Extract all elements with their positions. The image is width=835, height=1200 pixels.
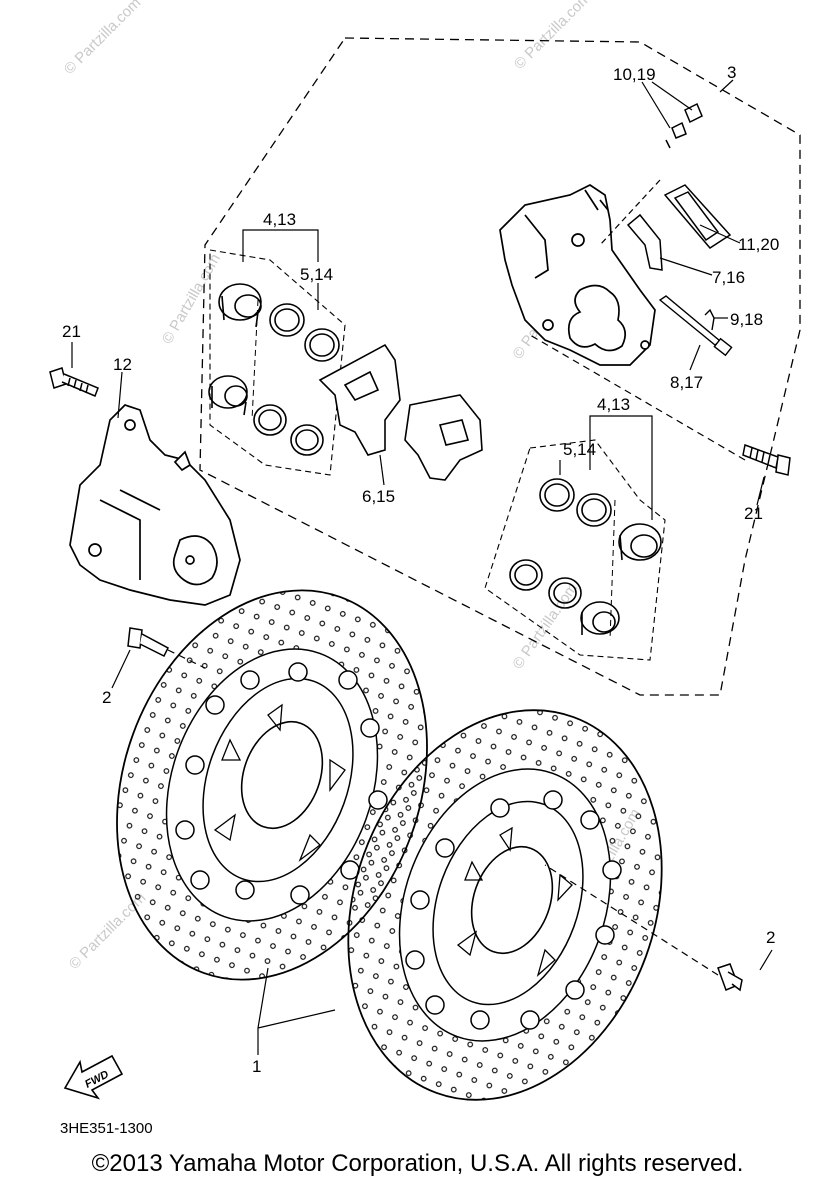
seal-upper-set (253, 303, 340, 456)
disc-bolt-2-right (717, 963, 743, 992)
caliper-right (499, 184, 656, 366)
caliper-assembly-boundary (199, 37, 801, 696)
callout-2-left: 2 (102, 688, 111, 707)
caliper-left (69, 404, 241, 606)
disc-bolt-2-left (127, 627, 169, 658)
brake-disc-right (347, 709, 663, 1101)
piston-group-box-upper (209, 249, 346, 476)
callout-5-14-upper: 5,14 (300, 265, 333, 284)
callout-2-right: 2 (766, 928, 775, 947)
brake-pads (318, 343, 483, 481)
piston-upper-set (208, 283, 262, 416)
fwd-arrow-icon: FWD (63, 1054, 124, 1100)
caliper-bolt-21-right (742, 443, 791, 476)
callout-6-15: 6,15 (362, 487, 395, 506)
callout-11-20: 11,20 (738, 235, 779, 254)
watermark: © Partzilla.com (61, 0, 144, 78)
callout-7-16: 7,16 (712, 268, 745, 287)
bleed-screws (665, 102, 703, 149)
callout-4-13-lower: 4,13 (597, 395, 630, 414)
callout-21-left: 21 (62, 322, 81, 341)
seal-lower-set (509, 478, 612, 609)
callout-12: 12 (113, 355, 132, 374)
watermark: © Partzilla.com (159, 251, 224, 347)
callout-8-17: 8,17 (670, 373, 703, 392)
diagram-code: 3HE351-1300 (60, 1120, 153, 1137)
callout-5-14-lower: 5,14 (563, 440, 596, 459)
pad-shim (663, 184, 732, 249)
callout-21-right: 21 (744, 504, 763, 523)
callout-10-19: 10,19 (613, 65, 656, 84)
leader-lines (71, 79, 773, 1055)
copyright-notice: ©2013 Yamaha Motor Corporation, U.S.A. A… (91, 1150, 744, 1177)
watermark: © Partzilla.com (511, 0, 594, 73)
pad-pin (658, 295, 733, 357)
callout-4-13-upper: 4,13 (263, 210, 296, 229)
brake-disc-left (116, 589, 428, 981)
callout-9-18: 9,18 (730, 310, 763, 329)
caliper-bolt-21-left (49, 367, 99, 397)
callout-1: 1 (252, 1057, 261, 1076)
callout-labels: 10,19 3 4,13 5,14 11,20 7,16 9,18 8,17 2… (62, 63, 779, 1076)
watermark: © Partzilla.com (509, 580, 581, 673)
piston-lower-set (580, 523, 662, 635)
pad-spring (626, 213, 663, 271)
piston-group-box-lower (484, 439, 666, 661)
callout-3: 3 (727, 63, 736, 82)
